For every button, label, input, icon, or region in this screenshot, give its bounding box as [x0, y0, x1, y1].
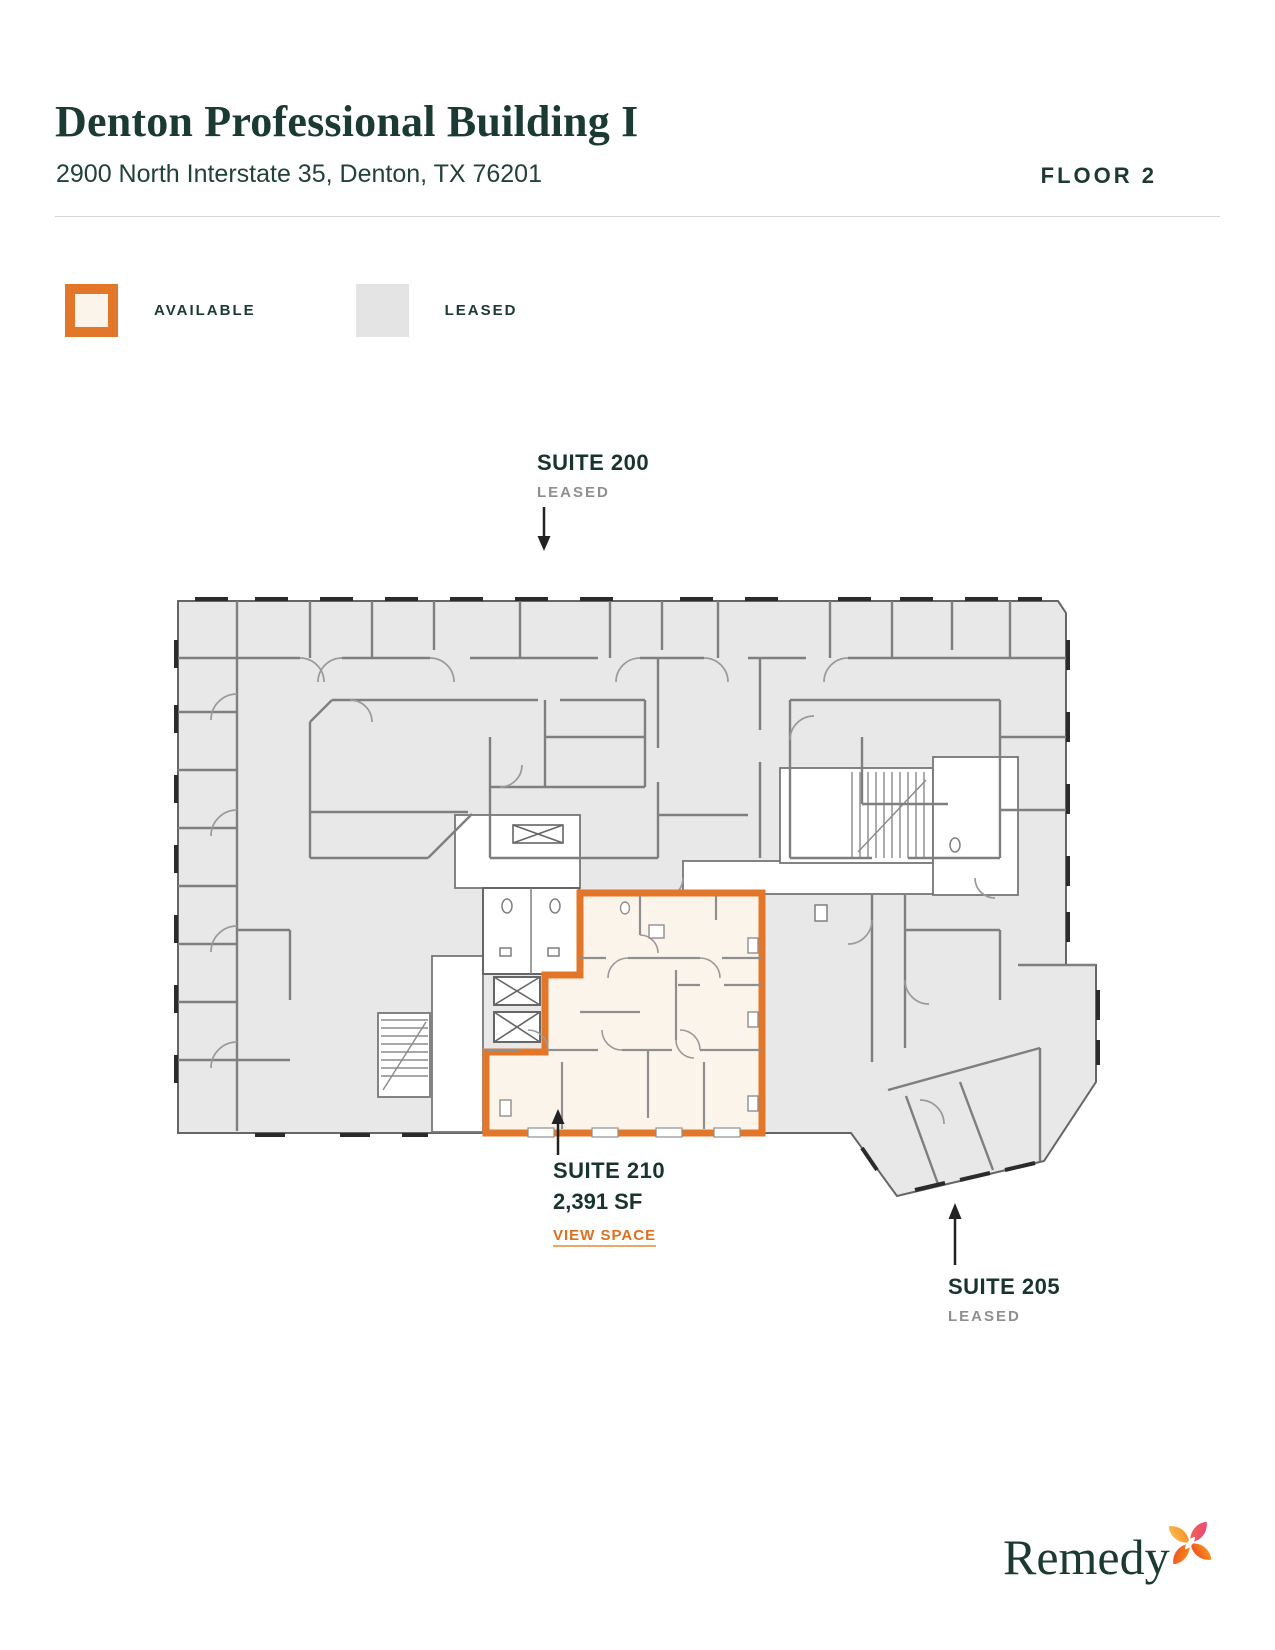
suite-200-status: LEASED	[537, 483, 610, 501]
fixtures	[499, 837, 961, 974]
arrow-down-icon	[537, 507, 551, 551]
stair-treads	[381, 772, 927, 1091]
suite-205-callout: SUITE 205 LEASED	[948, 1273, 1060, 1325]
suite-205-name: SUITE 205	[948, 1274, 1061, 1299]
suite-210-callout: SUITE 210 2,391 SF VIEW SPACE	[553, 1157, 665, 1247]
suite-210-region[interactable]	[482, 889, 766, 1138]
elevator-marks	[493, 824, 564, 1043]
leased-swatch	[355, 284, 409, 337]
suite-210-area: 2,391 SF	[553, 1188, 643, 1214]
suite-200-callout: SUITE 200 LEASED	[537, 449, 649, 501]
suite-210-walls	[486, 896, 762, 1129]
arrow-up-icon-suite-205	[948, 1203, 962, 1265]
brand-wordmark: Remedy	[1003, 1529, 1170, 1585]
leased-label: LEASED	[444, 302, 518, 319]
page-title: Denton Professional Building I	[55, 97, 639, 146]
service-cores	[377, 756, 1019, 1133]
floor-label: FLOOR 2	[1040, 163, 1157, 188]
available-label: AVAILABLE	[154, 302, 256, 319]
door-arcs	[210, 657, 996, 1125]
interior-walls	[178, 601, 1096, 1185]
suite-210-fixtures	[499, 901, 759, 1117]
arrow-up-icon-suite-210	[551, 1109, 565, 1155]
view-space-link[interactable]: VIEW SPACE	[553, 1227, 657, 1247]
legend: AVAILABLE LEASED	[65, 284, 581, 337]
suite-205-status: LEASED	[948, 1307, 1021, 1325]
suite-210-door-arcs	[527, 934, 721, 1059]
suite-200-name: SUITE 200	[537, 450, 650, 475]
page-address: 2900 North Interstate 35, Denton, TX 762…	[56, 160, 542, 188]
remedy-logo-mark	[1168, 1521, 1212, 1565]
suite-210-window-breaks	[527, 1127, 741, 1138]
suite-210-name: SUITE 210	[553, 1158, 666, 1183]
window-marks	[174, 597, 1100, 1192]
floor-plan	[174, 597, 1100, 1198]
available-swatch	[65, 284, 118, 337]
header-divider	[55, 216, 1220, 217]
